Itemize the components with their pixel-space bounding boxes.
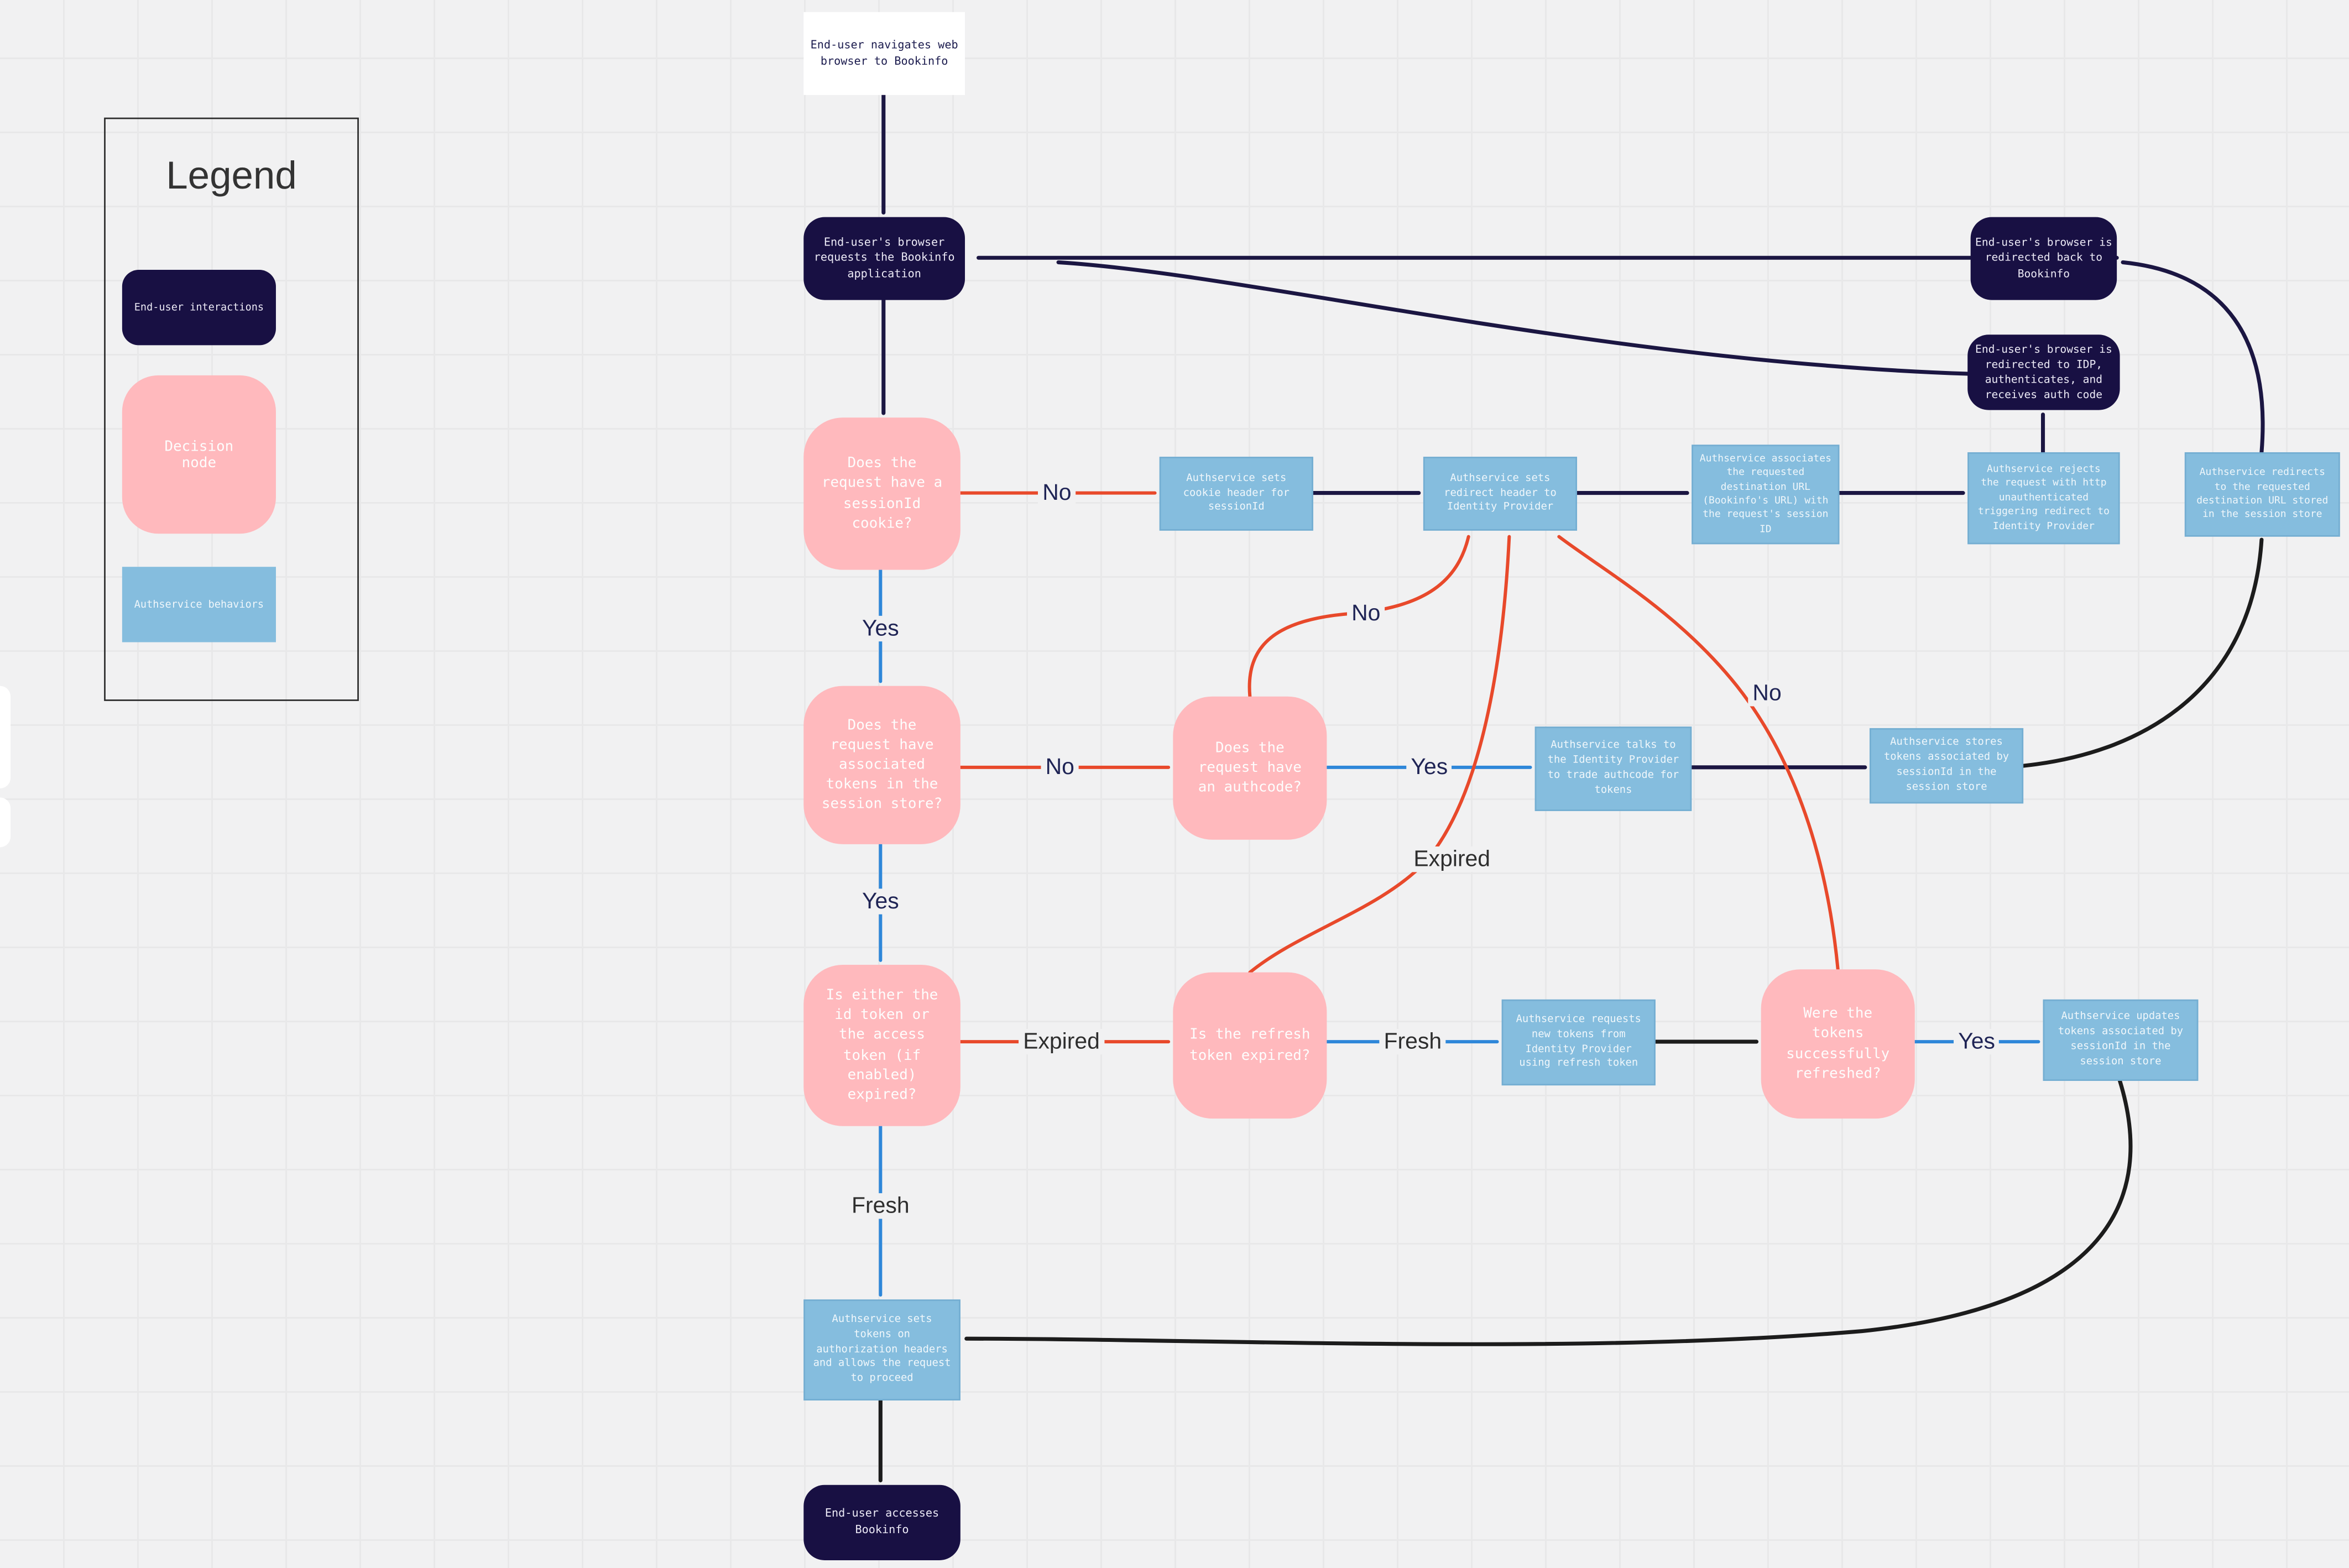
legend-swatch-end-user-interactions: End-user interactions [122, 270, 276, 346]
node-d-authcode: Does the request have an authcode? [1173, 696, 1327, 840]
edge-label-e21: Yes [857, 888, 904, 914]
node-updates-tokens: Authservice updates tokens associated by… [2043, 999, 2199, 1081]
node-redirected-idp: End-user's browser is redirected to IDP,… [1967, 334, 2120, 410]
edge-label-e22: Fresh [847, 1193, 914, 1219]
node-start-navigate: End-user navigates web browser to Bookin… [803, 12, 965, 95]
node-browser-requests: End-user's browser requests the Bookinfo… [803, 217, 965, 300]
node-d-tokens-store: Does the request have associated tokens … [803, 686, 961, 844]
node-d-refresh-expired: Is the refresh token expired? [1173, 972, 1327, 1119]
edge-label-e20: Expired [1019, 1028, 1105, 1055]
node-sets-auth-headers: Authservice sets tokens on authorization… [803, 1299, 961, 1401]
pane-toggle-handle[interactable] [0, 686, 11, 789]
node-sets-cookie: Authservice sets cookie header for sessi… [1159, 457, 1313, 531]
edge-label-e13: Yes [1406, 754, 1453, 781]
node-redirects-dest: Authservice redirects to the requested d… [2184, 452, 2340, 537]
node-d-token-expired: Is either the id token or the access tok… [803, 965, 961, 1126]
edge-redirected-idp-to-browser-requests [1056, 260, 1973, 376]
legend: Legend End-user interactions Decision no… [104, 117, 359, 701]
node-talks-idp: Authservice talks to the Identity Provid… [1534, 726, 1692, 811]
edge-d-refreshed-to-sets-redirect [1557, 535, 1840, 971]
legend-swatch-decision-node: Decision node [122, 375, 276, 534]
node-sets-redirect: Authservice sets redirect header to Iden… [1423, 457, 1578, 531]
edge-label-e12: No [1346, 600, 1385, 626]
pane-toggle-handle[interactable] [0, 797, 11, 848]
node-stores-tokens: Authservice stores tokens associated by … [1869, 728, 2024, 804]
node-d-session-cookie: Does the request have a sessionId cookie… [803, 417, 961, 570]
legend-title: Legend [166, 152, 297, 198]
edge-d-refresh-expired-to-sets-redirect [1248, 535, 1511, 974]
node-d-refreshed: Were the tokens successfully refreshed? [1761, 969, 1915, 1119]
edge-updates-tokens-to-sets-auth-headers [964, 1079, 2133, 1346]
node-requests-new: Authservice requests new tokens from Ide… [1501, 999, 1656, 1086]
legend-swatch-authservice-behaviors: Authservice behaviors [122, 567, 276, 642]
node-redirected-back: End-user's browser is redirected back to… [1970, 217, 2117, 300]
edge-label-e17: Fresh [1379, 1028, 1447, 1055]
edge-label-e19: Yes [1954, 1028, 2000, 1055]
edge-label-e3: No [1038, 480, 1076, 506]
node-rejects-request: Authservice rejects the request with htt… [1967, 452, 2120, 545]
edge-stores-tokens-to-redirects-dest [2021, 537, 2264, 768]
node-associates-url: Authservice associates the requested des… [1692, 445, 1840, 545]
node-end-access: End-user accesses Bookinfo [803, 1485, 961, 1561]
edge-label-e15: Expired [1409, 846, 1495, 872]
edge-label-e10: Yes [857, 615, 904, 642]
edge-label-e11: No [1041, 754, 1079, 781]
edge-label-e16: No [1748, 681, 1786, 707]
edge-redirects-dest-to-redirected-back [2121, 260, 2265, 454]
